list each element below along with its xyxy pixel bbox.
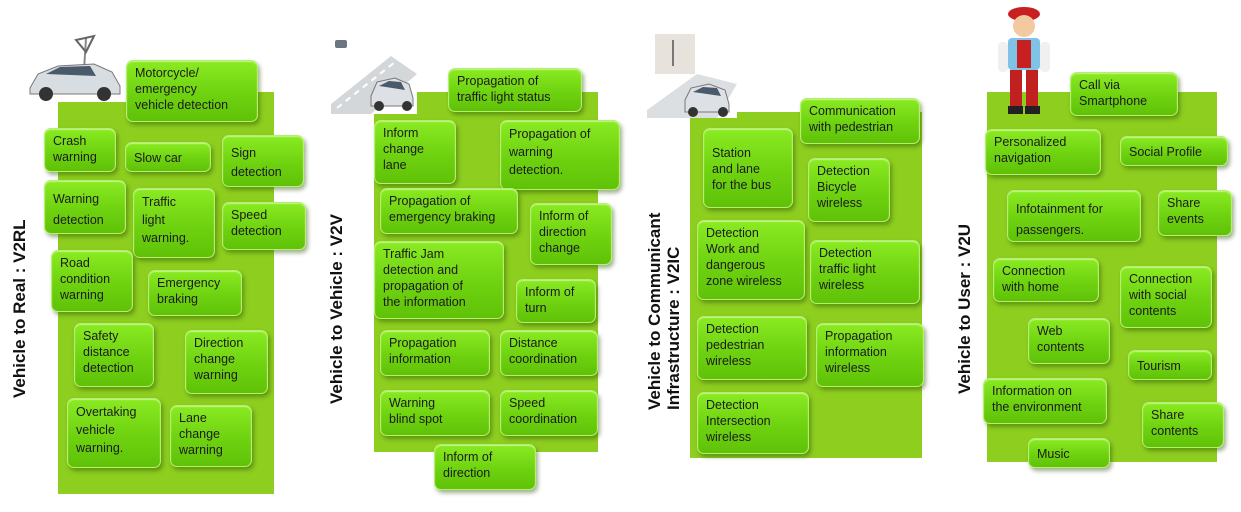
car-traffic-light-image: [647, 34, 737, 118]
safety-distance-detection-box: Safety distance detection: [74, 323, 154, 387]
crash-warning-box: Crash warning: [44, 128, 116, 172]
communication-pedestrian-box: Communication with pedestrian: [800, 98, 920, 144]
speed-coordination-box: Speed coordination: [500, 390, 598, 436]
traffic-jam-box: Traffic Jam detection and propagation of…: [374, 241, 504, 319]
warning-detection-propagation-box: Propagation of warning detection.: [500, 120, 620, 190]
traffic-light-status-box: Propagation of traffic light status: [448, 68, 582, 112]
v2ic-title: Vehicle to Communicant Infrastructure : …: [645, 212, 683, 410]
propagation-information-box: Propagation information: [380, 330, 490, 376]
speed-detection-box: Speed detection: [222, 202, 306, 250]
motorcycle-emergency-detection-box: Motorcycle/ emergency vehicle detection: [126, 60, 258, 122]
detection-bicycle-box: Detection Bicycle wireless: [808, 158, 890, 222]
information-environment-box: Information on the environment: [983, 378, 1107, 424]
personalized-navigation-box: Personalized navigation: [985, 129, 1101, 175]
distance-coordination-box: Distance coordination: [500, 330, 598, 376]
lane-change-warning-box: Lane change warning: [170, 405, 252, 467]
tourism-box: Tourism: [1128, 350, 1212, 380]
detection-traffic-light-box: Detection traffic light wireless: [810, 240, 920, 304]
music-box: Music: [1028, 438, 1110, 468]
slow-car-box: Slow car: [125, 142, 211, 172]
overtaking-vehicle-warning-box: Overtaking vehicle warning.: [67, 398, 161, 468]
sign-detection-box: Sign detection: [222, 135, 304, 187]
call-via-smartphone-box: Call via Smartphone: [1070, 72, 1178, 116]
v2rl-title: Vehicle to Real : V2RL: [10, 219, 29, 398]
emergency-braking-box: Emergency braking: [148, 270, 242, 316]
infotainment-box: Infotainment for passengers.: [1007, 190, 1141, 242]
web-contents-box: Web contents: [1028, 318, 1110, 364]
user-figure-image: [998, 7, 1050, 114]
car-antenna-image: [24, 30, 128, 102]
share-events-box: Share events: [1158, 190, 1232, 236]
share-contents-box: Share contents: [1142, 402, 1224, 448]
warning-detection-box: Warning detection: [44, 180, 126, 234]
inform-change-lane-box: Inform change lane: [374, 120, 456, 184]
v2u-title: Vehicle to User : V2U: [955, 223, 974, 394]
social-profile-box: Social Profile: [1120, 136, 1228, 166]
connection-social-contents-box: Connection with social contents: [1120, 266, 1212, 328]
v2v-title: Vehicle to Vehicle : V2V: [327, 214, 346, 404]
direction-change-warning-box: Direction change warning: [185, 330, 268, 394]
inform-direction-box: Inform of direction: [434, 444, 536, 490]
warning-blind-spot-box: Warning blind spot: [380, 390, 490, 436]
detection-intersection-box: Detection Intersection wireless: [697, 392, 809, 454]
emergency-braking-propagation-box: Propagation of emergency braking: [380, 188, 518, 234]
inform-turn-box: Inform of turn: [516, 279, 596, 323]
detection-pedestrian-box: Detection pedestrian wireless: [697, 316, 807, 380]
cars-on-road-image: [331, 34, 417, 114]
detection-work-zone-box: Detection Work and dangerous zone wirele…: [697, 220, 805, 300]
road-condition-warning-box: Road condition warning: [51, 250, 133, 312]
station-lane-bus-box: Station and lane for the bus: [703, 128, 793, 208]
propagation-information-wireless-box: Propagation information wireless: [816, 323, 924, 387]
traffic-light-warning-box: Traffic light warning.: [133, 188, 215, 258]
inform-direction-change-box: Inform of direction change: [530, 203, 612, 265]
connection-home-box: Connection with home: [993, 258, 1099, 302]
